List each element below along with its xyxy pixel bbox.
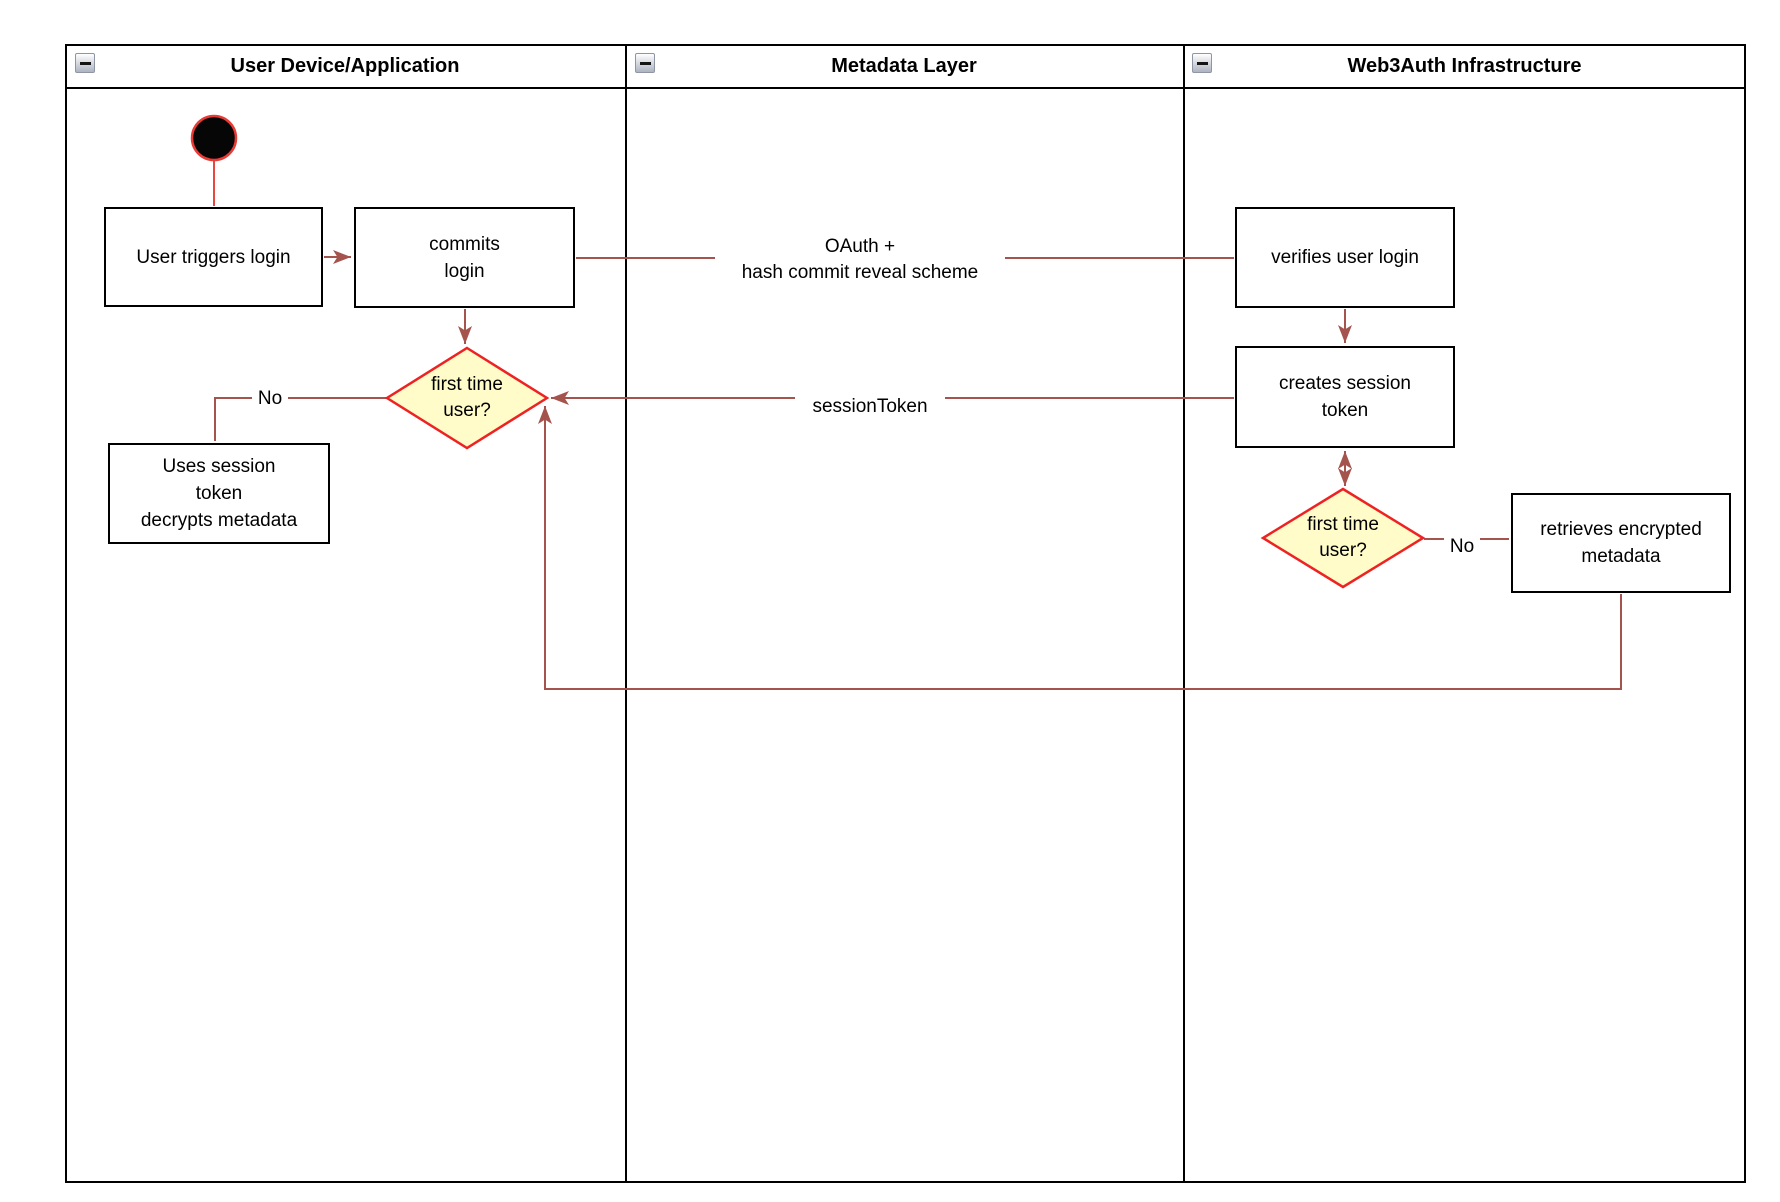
node-creates-session-token[interactable]: creates session token: [1235, 346, 1455, 448]
lane-header-web3auth[interactable]: Web3Auth Infrastructure: [1183, 46, 1746, 87]
lane-divider-1: [625, 44, 627, 1183]
node-uses-session-token[interactable]: Uses session token decrypts metadata: [108, 443, 330, 544]
edge-label-text: No: [1449, 535, 1475, 557]
node-label: verifies user login: [1271, 247, 1419, 268]
lane-title-user-device: User Device/Application: [230, 55, 460, 77]
lane-header-separator: [65, 87, 1746, 89]
node-commits-login[interactable]: commits login: [354, 207, 575, 308]
edge-label-text: sessionToken: [812, 396, 928, 417]
edge-label-session-token: sessionToken: [795, 394, 945, 420]
node-label: creates session token: [1278, 373, 1411, 421]
edge-label-oauth: OAuth + hash commit reveal scheme: [715, 233, 1005, 287]
minus-icon: [1196, 61, 1208, 65]
minus-icon: [79, 61, 91, 65]
collapse-lane-button-web3auth[interactable]: [1192, 53, 1212, 73]
decision-first-time-user-infra[interactable]: [1260, 487, 1426, 589]
node-retrieves-encrypted-metadata[interactable]: retrieves encrypted metadata: [1511, 493, 1731, 593]
decision-first-time-user-device[interactable]: [384, 346, 550, 450]
edge-label-no-device: No: [252, 386, 288, 411]
node-label: User triggers login: [136, 246, 291, 268]
minus-icon: [639, 61, 651, 65]
node-label: Uses session token decrypts metadata: [140, 456, 298, 531]
initial-state-node[interactable]: [190, 114, 238, 162]
edge-retrieves-metadata-feedback-loop[interactable]: [538, 406, 1622, 690]
edge-label-text: No: [257, 387, 283, 409]
decision-label-text: first time user?: [431, 374, 503, 421]
node-user-triggers-login[interactable]: User triggers login: [104, 207, 323, 307]
decision-label-first-time-user-device: first time user?: [387, 348, 547, 448]
node-verifies-user-login[interactable]: verifies user login: [1235, 207, 1455, 308]
node-label: retrieves encrypted metadata: [1540, 519, 1702, 567]
collapse-lane-button-user-device[interactable]: [75, 53, 95, 73]
edge-no-to-uses-session-token[interactable]: [214, 397, 387, 441]
lane-title-web3auth: Web3Auth Infrastructure: [1347, 55, 1582, 77]
lane-header-metadata-layer[interactable]: Metadata Layer: [625, 46, 1183, 87]
lane-header-user-device[interactable]: User Device/Application: [65, 46, 625, 87]
node-label: commits login: [429, 233, 500, 282]
collapse-lane-button-metadata-layer[interactable]: [635, 53, 655, 73]
lane-title-metadata-layer: Metadata Layer: [831, 55, 977, 77]
edge-label-text: OAuth + hash commit reveal scheme: [741, 236, 979, 283]
decision-label-text: first time user?: [1307, 514, 1379, 561]
lane-divider-2: [1183, 44, 1185, 1183]
edge-label-no-infra: No: [1444, 534, 1480, 559]
decision-label-first-time-user-infra: first time user?: [1263, 489, 1423, 587]
